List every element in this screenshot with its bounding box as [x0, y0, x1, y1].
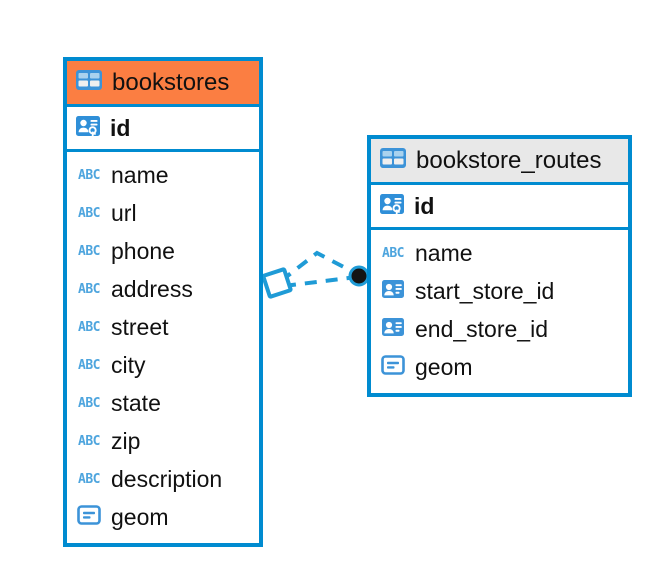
text-abc-icon: ABC — [78, 243, 100, 259]
field-label: name — [111, 161, 169, 188]
field-row-url[interactable]: ABC url — [67, 194, 259, 232]
field-row-description[interactable]: ABC description — [67, 460, 259, 498]
text-abc-icon: ABC — [78, 167, 100, 183]
field-row-address[interactable]: ABC address — [67, 270, 259, 308]
field-label: street — [111, 313, 169, 340]
text-abc-icon: ABC — [78, 357, 100, 373]
field-row-zip[interactable]: ABC zip — [67, 422, 259, 460]
primary-key-row[interactable]: id — [67, 107, 259, 152]
field-label: zip — [111, 427, 141, 454]
text-abc-icon: ABC — [78, 395, 100, 411]
primary-key-label: id — [414, 192, 435, 219]
field-label: end_store_id — [415, 315, 548, 342]
field-row-street[interactable]: ABC street — [67, 308, 259, 346]
text-abc-icon: ABC — [78, 433, 100, 449]
primary-key-row[interactable]: id — [371, 185, 628, 230]
geometry-icon — [76, 502, 102, 533]
primary-key-icon — [75, 113, 101, 144]
text-abc-icon: ABC — [78, 471, 100, 487]
field-row-start-store-id[interactable]: start_store_id — [371, 272, 628, 310]
field-row-phone[interactable]: ABC phone — [67, 232, 259, 270]
text-abc-icon: ABC — [78, 319, 100, 335]
text-abc-icon: ABC — [78, 205, 100, 221]
entity-title: bookstore_routes — [416, 146, 602, 174]
field-label: name — [415, 239, 473, 266]
geometry-icon — [380, 352, 406, 383]
foreign-key-icon — [380, 314, 406, 345]
field-row-name[interactable]: ABC name — [371, 234, 628, 272]
field-label: city — [111, 351, 146, 378]
relationship-line-arc — [279, 250, 358, 283]
field-label: url — [111, 199, 137, 226]
table-icon — [75, 69, 103, 96]
field-row-geom[interactable]: geom — [371, 348, 628, 386]
field-label: description — [111, 465, 223, 492]
relationship-line-straight — [283, 275, 358, 288]
field-list-bookstores: ABC name ABC url ABC phone ABC address A… — [67, 152, 259, 542]
text-abc-icon: ABC — [78, 281, 100, 297]
foreign-key-icon — [380, 276, 406, 307]
field-row-state[interactable]: ABC state — [67, 384, 259, 422]
text-abc-icon: ABC — [382, 245, 404, 261]
entity-title: bookstores — [112, 68, 230, 96]
field-row-name[interactable]: ABC name — [67, 156, 259, 194]
diamond-endpoint-icon — [261, 267, 293, 299]
entity-header-bookstores[interactable]: bookstores — [67, 61, 259, 107]
table-icon — [379, 147, 407, 174]
circle-endpoint-icon — [348, 265, 370, 287]
field-label: address — [111, 275, 193, 302]
entity-table-bookstore-routes[interactable]: bookstore_routes id ABC name — [367, 135, 632, 397]
primary-key-icon — [379, 191, 405, 222]
field-label: geom — [415, 353, 473, 380]
field-row-end-store-id[interactable]: end_store_id — [371, 310, 628, 348]
field-label: phone — [111, 237, 175, 264]
primary-key-label: id — [110, 114, 131, 141]
field-label: geom — [111, 503, 169, 530]
field-list-bookstore-routes: ABC name start_store_id — [371, 230, 628, 392]
field-row-geom[interactable]: geom — [67, 498, 259, 536]
field-row-city[interactable]: ABC city — [67, 346, 259, 384]
field-label: start_store_id — [415, 277, 555, 304]
entity-table-bookstores[interactable]: bookstores id ABC name — [63, 57, 263, 547]
field-label: state — [111, 389, 161, 416]
entity-header-bookstore-routes[interactable]: bookstore_routes — [371, 139, 628, 185]
